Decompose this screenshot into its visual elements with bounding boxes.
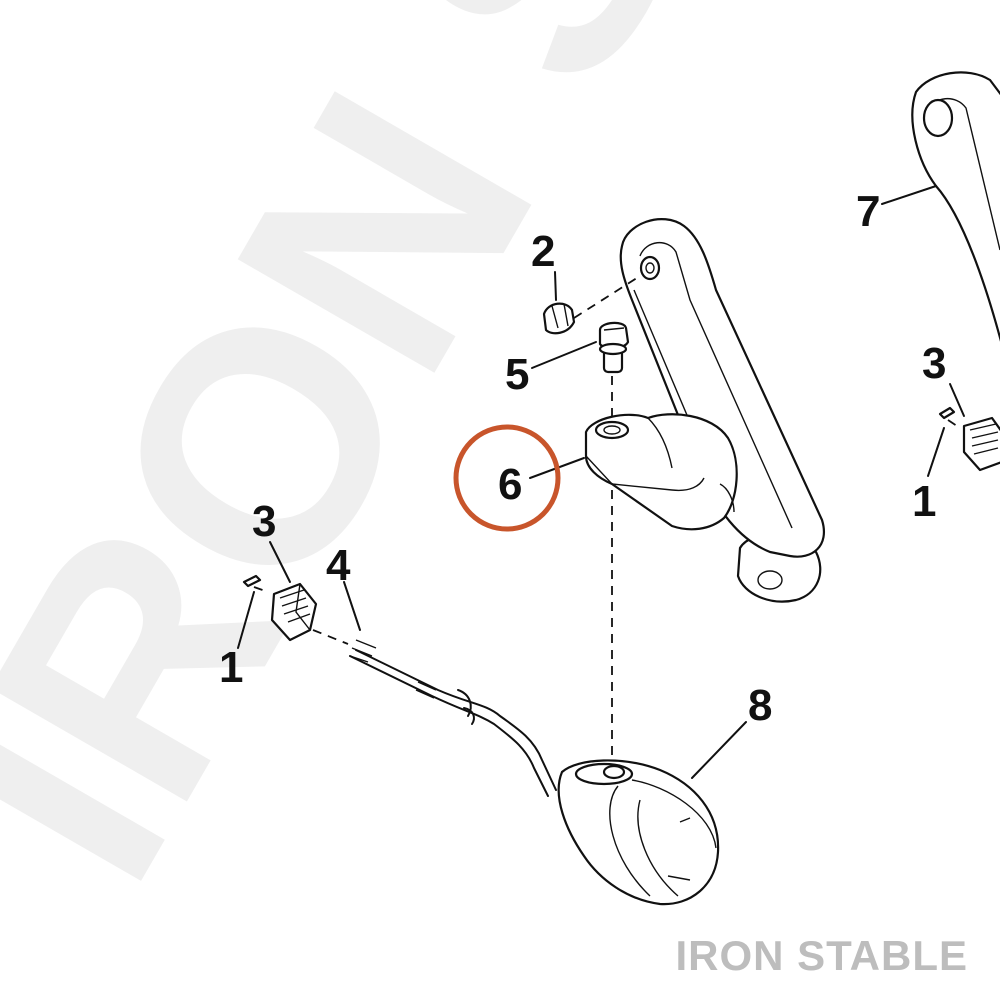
- part-8-turn-signal: [349, 639, 720, 906]
- part-7-arm: [911, 71, 1000, 342]
- part-3-connector-right: [962, 416, 1000, 472]
- part-3-connector-left: [270, 582, 318, 642]
- callout-3-right: 3: [922, 339, 946, 388]
- callout-8: 8: [748, 681, 772, 730]
- callout-2: 2: [531, 227, 555, 276]
- part-1-pin-left: [242, 574, 262, 588]
- callout-1-left: 1: [219, 643, 243, 692]
- brand-text: IRON STABLE: [675, 932, 968, 979]
- part-6-bracket-assembly: [584, 218, 825, 603]
- highlight-circle: [453, 424, 561, 532]
- part-1-pin-right: [938, 406, 956, 420]
- part-2-acorn-nut: [542, 302, 576, 335]
- callout-6: 6: [498, 460, 522, 509]
- callout-3-left: 3: [252, 497, 276, 546]
- part-5-bolt: [598, 321, 630, 374]
- callout-5: 5: [505, 350, 529, 399]
- callout-1-right: 1: [912, 477, 936, 526]
- callout-7: 7: [856, 187, 880, 236]
- callout-4: 4: [326, 541, 351, 590]
- callout-labels: 2 5 6 7 3 1 3 4 1 8: [219, 187, 946, 730]
- assembly-lines: [253, 275, 961, 770]
